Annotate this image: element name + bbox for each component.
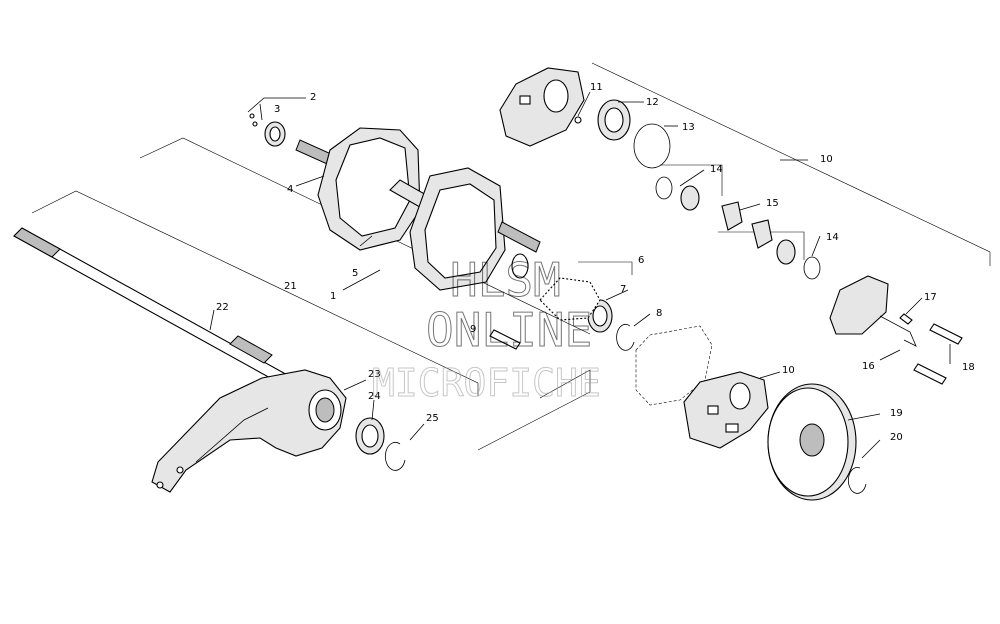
caliper-body [829, 275, 889, 335]
callout-21: 21 [284, 281, 297, 292]
gear-case-assembly [295, 127, 541, 291]
callout-4: 4 [287, 184, 293, 195]
watermark-line3: MICROFICHE [372, 361, 601, 405]
caliper-10-lower [683, 371, 769, 449]
callout-20: 20 [890, 432, 903, 443]
callout-9: 9 [470, 324, 476, 335]
pin-3 [249, 113, 258, 127]
leader-lines [209, 91, 951, 459]
shaft-21 [13, 227, 301, 394]
chaincase-cover-outline [635, 325, 713, 406]
caliper-10-upper [499, 67, 585, 147]
callout-22: 22 [216, 302, 229, 313]
callout-8: 8 [656, 308, 662, 319]
callout-11: 11 [590, 82, 603, 93]
callout-23: 23 [368, 369, 381, 380]
bleeder-17 [899, 313, 913, 325]
gasket-6 [539, 277, 601, 321]
callout-17: 17 [924, 292, 937, 303]
brake-disc-19 [767, 383, 857, 501]
callout-1: 1 [330, 291, 336, 302]
bracket-23 [151, 369, 347, 493]
callout-7: 7 [620, 284, 626, 295]
watermark-line2: ONLINE [426, 303, 592, 357]
piston-14-lower [776, 239, 821, 280]
bearing-24 [355, 417, 385, 455]
seal-2 [264, 121, 286, 147]
bolts-18 [913, 323, 963, 385]
callout-16: 16 [862, 361, 875, 372]
clip-20 [847, 467, 867, 494]
callout-24: 24 [368, 391, 381, 402]
callout-12: 12 [646, 97, 659, 108]
piston-14-upper [655, 176, 700, 211]
callout-18: 18 [962, 362, 975, 373]
circlip-25 [384, 442, 406, 471]
callout-19: 19 [890, 408, 903, 419]
callout-6: 6 [638, 255, 644, 266]
clip-8 [616, 323, 635, 351]
callout-10-lower: 10 [782, 365, 795, 376]
watermark-line1: HLSM [450, 253, 561, 307]
bolt-9 [489, 329, 521, 350]
callout-13: 13 [682, 122, 695, 133]
spring-16 [879, 315, 917, 347]
callout-labels: 1 2 3 4 5 6 7 8 9 10 10 11 12 13 14 14 1… [216, 82, 975, 443]
pin-11 [574, 116, 582, 124]
callout-2: 2 [310, 92, 316, 103]
oring-13 [633, 123, 671, 169]
callout-25: 25 [426, 413, 439, 424]
bearing-12 [597, 99, 631, 141]
callout-5: 5 [352, 268, 358, 279]
watermark: HLSM ONLINE MICROFICHE [372, 253, 602, 406]
pad-15 [721, 201, 773, 249]
callout-15: 15 [766, 198, 779, 209]
callout-14-upper: 14 [710, 164, 723, 175]
callout-14-lower: 14 [826, 232, 839, 243]
callout-3: 3 [274, 104, 280, 115]
callout-10-upper: 10 [820, 154, 833, 165]
